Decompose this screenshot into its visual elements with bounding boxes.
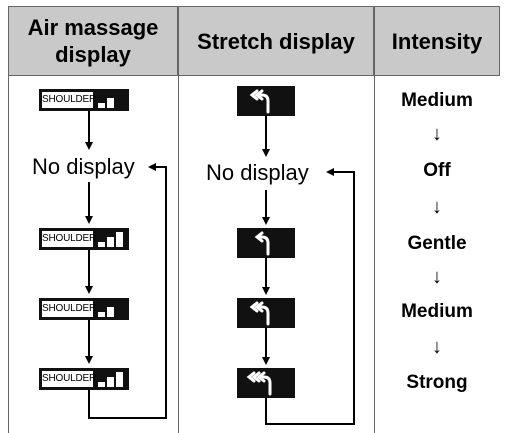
shoulder-badge-2: SHOULDER: [39, 228, 129, 250]
stretch-no-display: No display: [206, 160, 309, 185]
level-bars-icon: [98, 98, 114, 108]
header-stretch-display: Stretch display: [178, 6, 374, 76]
stretch-arrow-icon: [249, 301, 270, 326]
shoulder-badge-text: SHOULDER: [41, 91, 96, 109]
level-bars-icon: [98, 307, 114, 317]
intensity-level-5: Strong: [406, 372, 468, 393]
column-divider-2: [374, 76, 375, 433]
level-bars-icon: [98, 232, 123, 247]
level-bars-icon: [98, 372, 123, 387]
stretch-loop-arrow: [265, 168, 355, 425]
shoulder-badge-4: SHOULDER: [39, 368, 129, 390]
shoulder-badge-3: SHOULDER: [39, 298, 129, 320]
stretch-arrow-icon: [246, 371, 272, 396]
column-divider-1: [178, 76, 179, 433]
header-intensity-label: Intensity: [391, 28, 483, 54]
stretch-box-4: [237, 368, 295, 398]
intensity-level-4: Medium: [401, 301, 473, 322]
intensity-arrow-4: ↓: [432, 336, 442, 358]
shoulder-badge-text: SHOULDER: [41, 300, 96, 318]
intensity-level-3: Gentle: [407, 233, 467, 254]
header-stretch-label: Stretch display: [197, 28, 355, 54]
stretch-box-3: [237, 298, 295, 328]
shoulder-badge-1: SHOULDER: [39, 89, 129, 111]
intensity-arrow-3: ↓: [432, 266, 442, 288]
air-no-display: No display: [32, 154, 135, 179]
header-air-massage-display: Air massage display: [8, 6, 178, 76]
intensity-level-1: Medium: [401, 90, 473, 111]
shoulder-badge-text: SHOULDER: [41, 370, 96, 388]
air-loop-arrow: [88, 163, 167, 419]
header-intensity: Intensity: [374, 6, 500, 76]
stretch-arrow-icon: [254, 231, 270, 256]
intensity-arrow-1: ↓: [432, 123, 442, 145]
column-divider-left: [8, 76, 9, 433]
stretch-box-2: [237, 228, 295, 258]
intensity-arrow-2: ↓: [432, 196, 442, 218]
intensity-level-2: Off: [423, 160, 451, 181]
stretch-arrow-icon: [249, 89, 270, 114]
shoulder-badge-text: SHOULDER: [41, 230, 96, 248]
stretch-box-1: [237, 86, 295, 116]
header-air-massage-label: Air massage display: [27, 15, 159, 67]
